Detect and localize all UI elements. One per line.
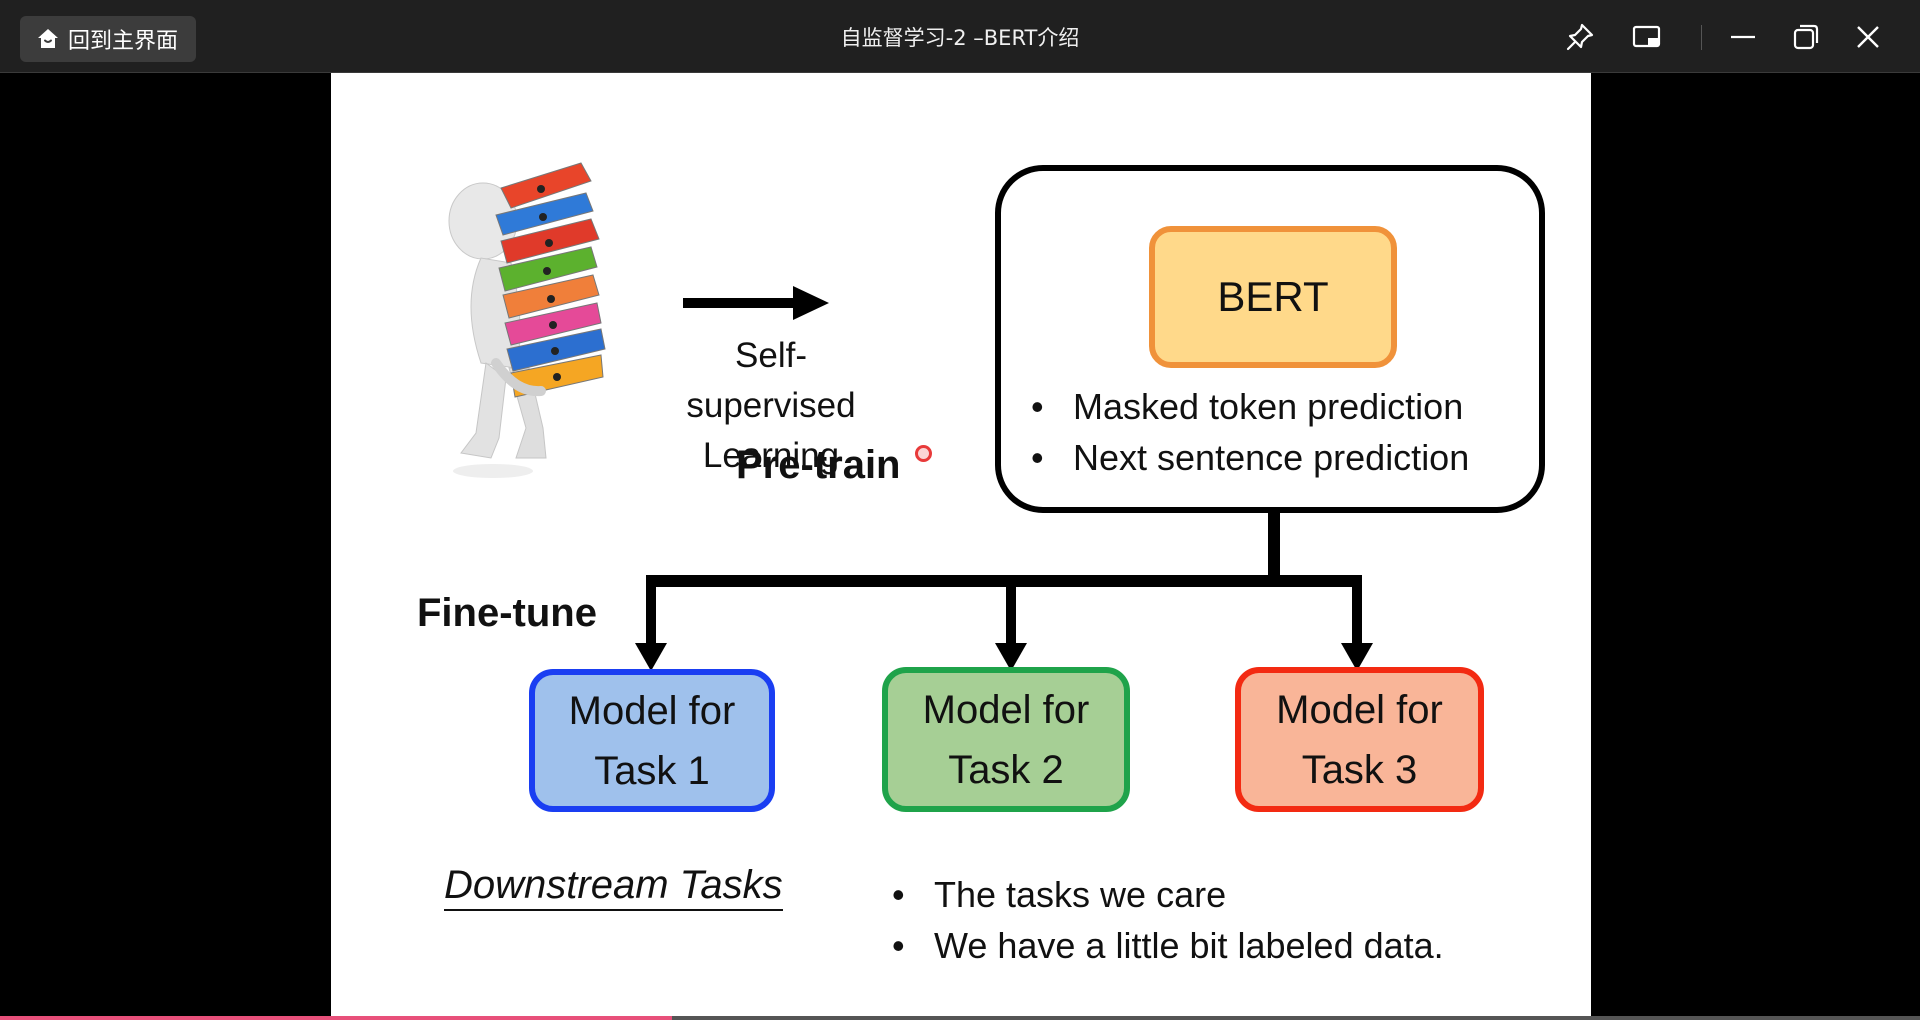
bert-container: [995, 165, 1545, 513]
back-to-home-label: 回到主界面: [68, 29, 179, 54]
home-icon: [36, 27, 60, 51]
video-player[interactable]: Self-supervised Learning Pre-train BERT …: [0, 73, 1920, 1020]
restore-icon: [1791, 22, 1821, 52]
downstream-note-item: • We have a little bit labeled data.: [892, 920, 1444, 971]
lecture-slide: Self-supervised Learning Pre-train BERT …: [331, 73, 1591, 1020]
downstream-note-text: We have a little bit labeled data.: [934, 925, 1444, 966]
self-supervised-line1: Self-supervised: [686, 336, 856, 425]
finetune-label: Fine-tune: [417, 591, 597, 635]
picture-in-picture-button[interactable]: [1628, 18, 1666, 56]
task-2-line1: Model for: [922, 687, 1090, 732]
pin-button[interactable]: [1561, 18, 1599, 56]
restore-button[interactable]: [1787, 18, 1825, 56]
bert-objective-text: Next sentence prediction: [1073, 437, 1470, 478]
task-1-line2: Task 1: [594, 748, 710, 793]
self-supervised-label: Self-supervised Learning: [671, 331, 871, 481]
task-3-line1: Model for: [1276, 687, 1443, 732]
finetune-connector-lines: [635, 513, 1373, 671]
title-bar: 回到主界面 自监督学习-2 –BERT介绍: [0, 0, 1920, 73]
minimize-icon: [1728, 22, 1758, 52]
pin-icon: [1564, 21, 1596, 53]
bert-box: BERT: [1149, 226, 1397, 368]
playback-progress-bar[interactable]: [0, 1016, 1920, 1020]
downstream-tasks-heading: Downstream Tasks: [444, 863, 783, 911]
minimize-button[interactable]: [1724, 18, 1762, 56]
title-bar-separator: [1701, 25, 1702, 50]
close-icon: [1853, 22, 1883, 52]
task-2-line2: Task 2: [948, 747, 1064, 792]
pretrain-arrow: [683, 286, 829, 320]
self-supervised-line2: Learning: [702, 436, 840, 475]
window-title: 自监督学习-2 –BERT介绍: [840, 26, 1080, 50]
close-button[interactable]: [1849, 18, 1887, 56]
bert-objective-item: • Next sentence prediction: [1031, 432, 1469, 483]
task-1-line1: Model for: [568, 688, 736, 733]
bert-objective-item: • Masked token prediction: [1031, 381, 1469, 432]
task-3-line2: Task 3: [1301, 747, 1418, 792]
downstream-note-item: • The tasks we care: [892, 869, 1444, 920]
pretrain-label: Pre-train: [736, 443, 901, 487]
downstream-note-text: The tasks we care: [934, 874, 1227, 915]
back-to-home-button[interactable]: 回到主界面: [20, 16, 197, 62]
laser-pointer-cursor: [915, 445, 932, 462]
person-carrying-binders-illustration: [448, 162, 606, 478]
picture-in-picture-icon: [1631, 21, 1663, 53]
playback-progress-fill: [0, 1016, 672, 1020]
bert-objectives-list: • Masked token prediction • Next sentenc…: [1031, 381, 1469, 483]
bert-objective-text: Masked token prediction: [1073, 386, 1464, 427]
downstream-notes-list: • The tasks we care • We have a little b…: [892, 869, 1444, 971]
